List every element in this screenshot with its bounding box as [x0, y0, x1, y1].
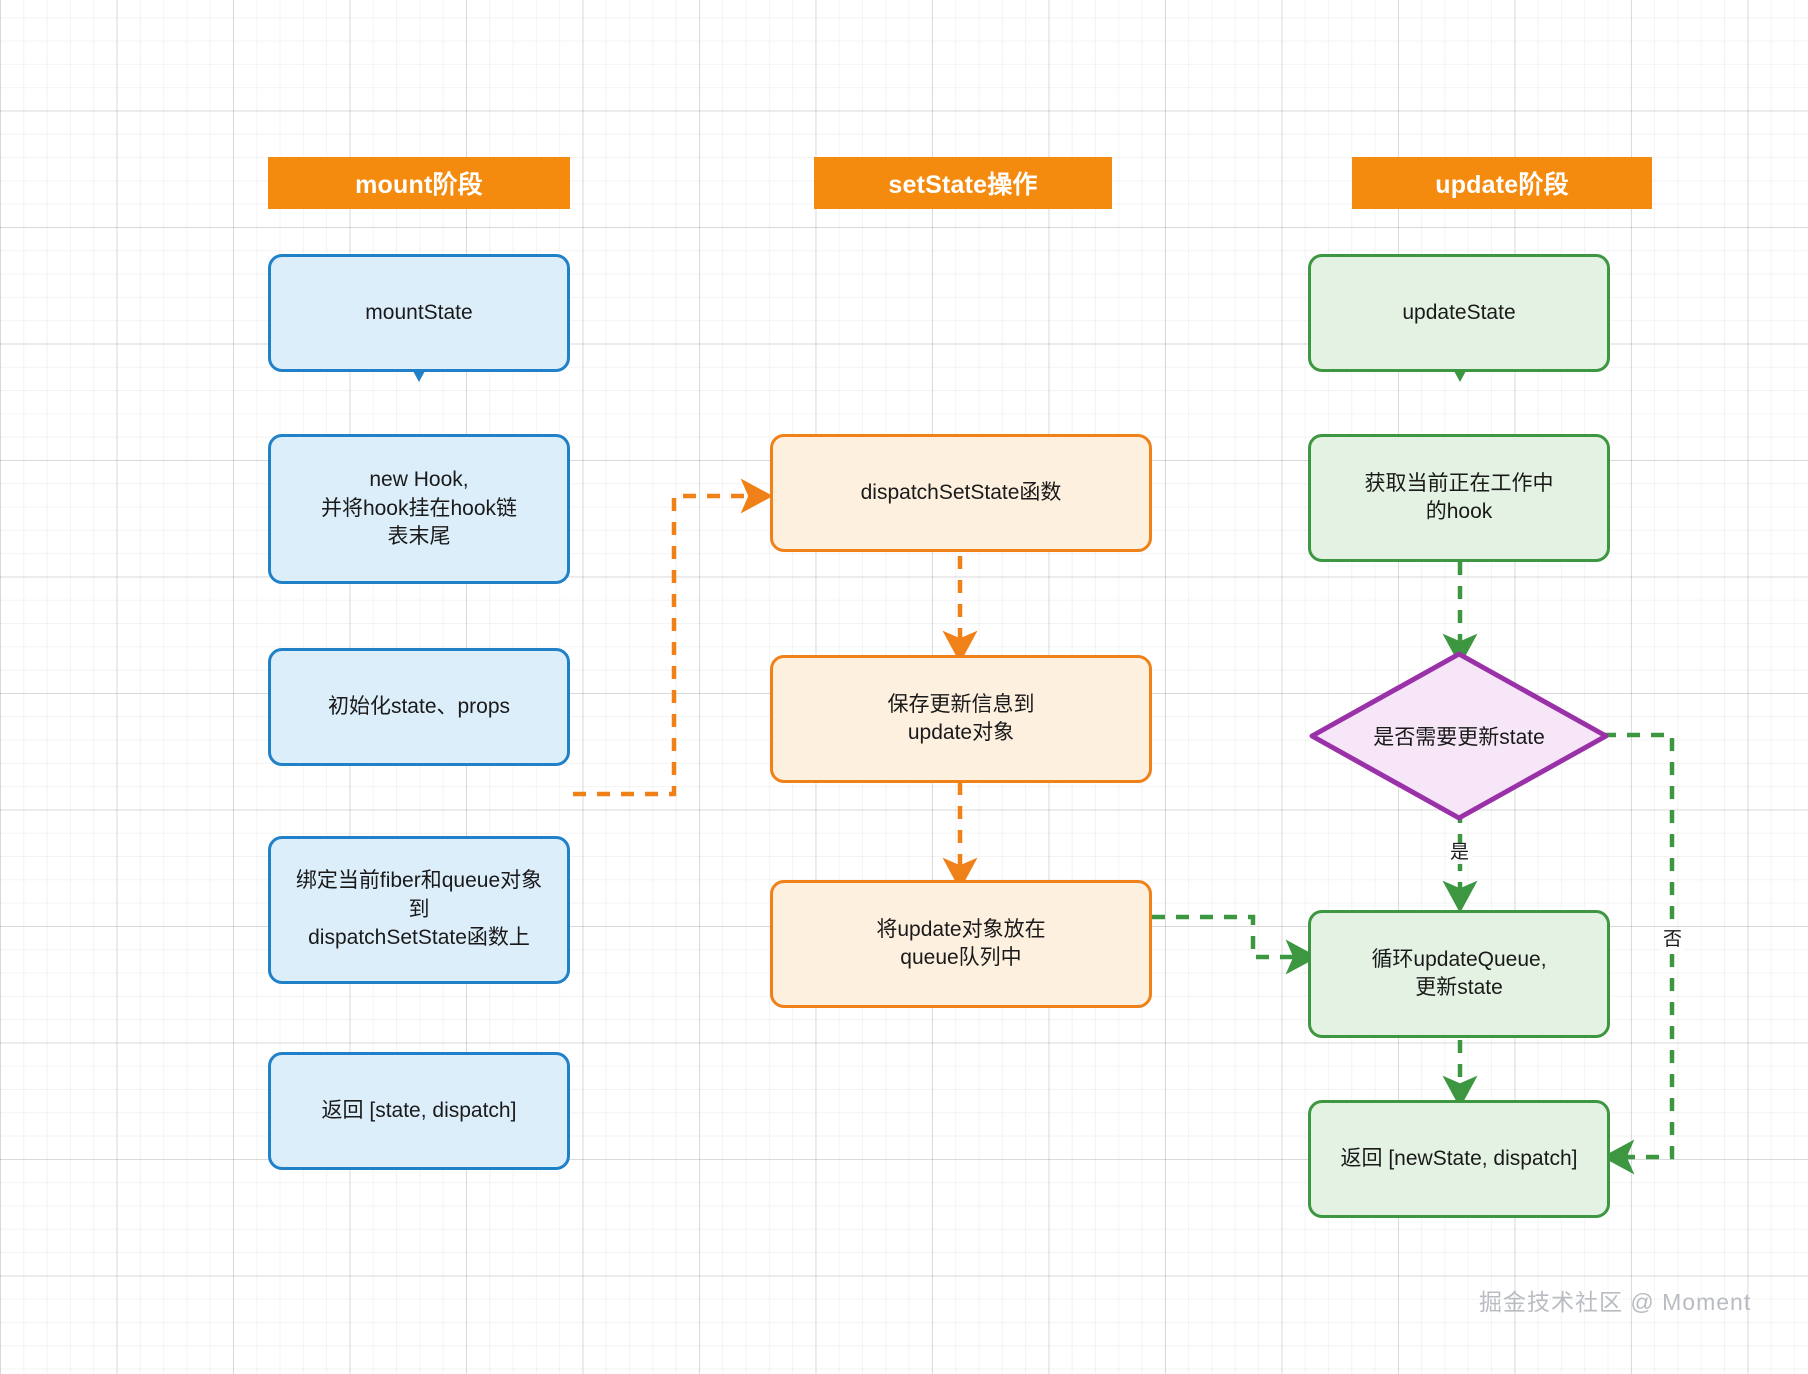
diamond-shape [1309, 651, 1609, 821]
node-return-state-dispatch[interactable]: 返回 [state, dispatch] [268, 1052, 570, 1170]
node-mount-state[interactable]: mountState [268, 254, 570, 372]
node-return-newstate-dispatch[interactable]: 返回 [newState, dispatch] [1308, 1100, 1610, 1218]
edge-set3-loopqueue [1152, 914, 1318, 975]
node-new-hook[interactable]: new Hook, 并将hook挂在hook链 表末尾 [268, 434, 570, 584]
node-put-update-in-queue[interactable]: 将update对象放在 queue队列中 [770, 880, 1152, 1008]
edge-mount4-dispatch [573, 478, 773, 797]
node-init-state-props[interactable]: 初始化state、props [268, 648, 570, 766]
node-save-update-info[interactable]: 保存更新信息到 update对象 [770, 655, 1152, 783]
phase-header-mount: mount阶段 [268, 157, 570, 209]
watermark-text: 掘金技术社区 @ Moment [1479, 1289, 1752, 1315]
node-loop-update-queue[interactable]: 循环updateQueue, 更新state [1308, 910, 1610, 1038]
edge-label-yes: 是 [1447, 842, 1473, 864]
decision-label: 是否需要更新state [1373, 726, 1545, 749]
phase-header-setstate: setState操作 [814, 157, 1112, 209]
node-dispatch-setstate[interactable]: dispatchSetState函数 [770, 434, 1152, 552]
node-update-state[interactable]: updateState [1308, 254, 1610, 372]
node-get-working-hook[interactable]: 获取当前正在工作中 的hook [1308, 434, 1610, 562]
edge-label-no: 否 [1660, 929, 1686, 951]
node-bind-fiber-queue[interactable]: 绑定当前fiber和queue对象 到 dispatchSetState函数上 [268, 836, 570, 984]
node-decision-need-update-state[interactable]: 是否需要更新state [1308, 650, 1610, 822]
phase-header-update: update阶段 [1352, 157, 1652, 209]
